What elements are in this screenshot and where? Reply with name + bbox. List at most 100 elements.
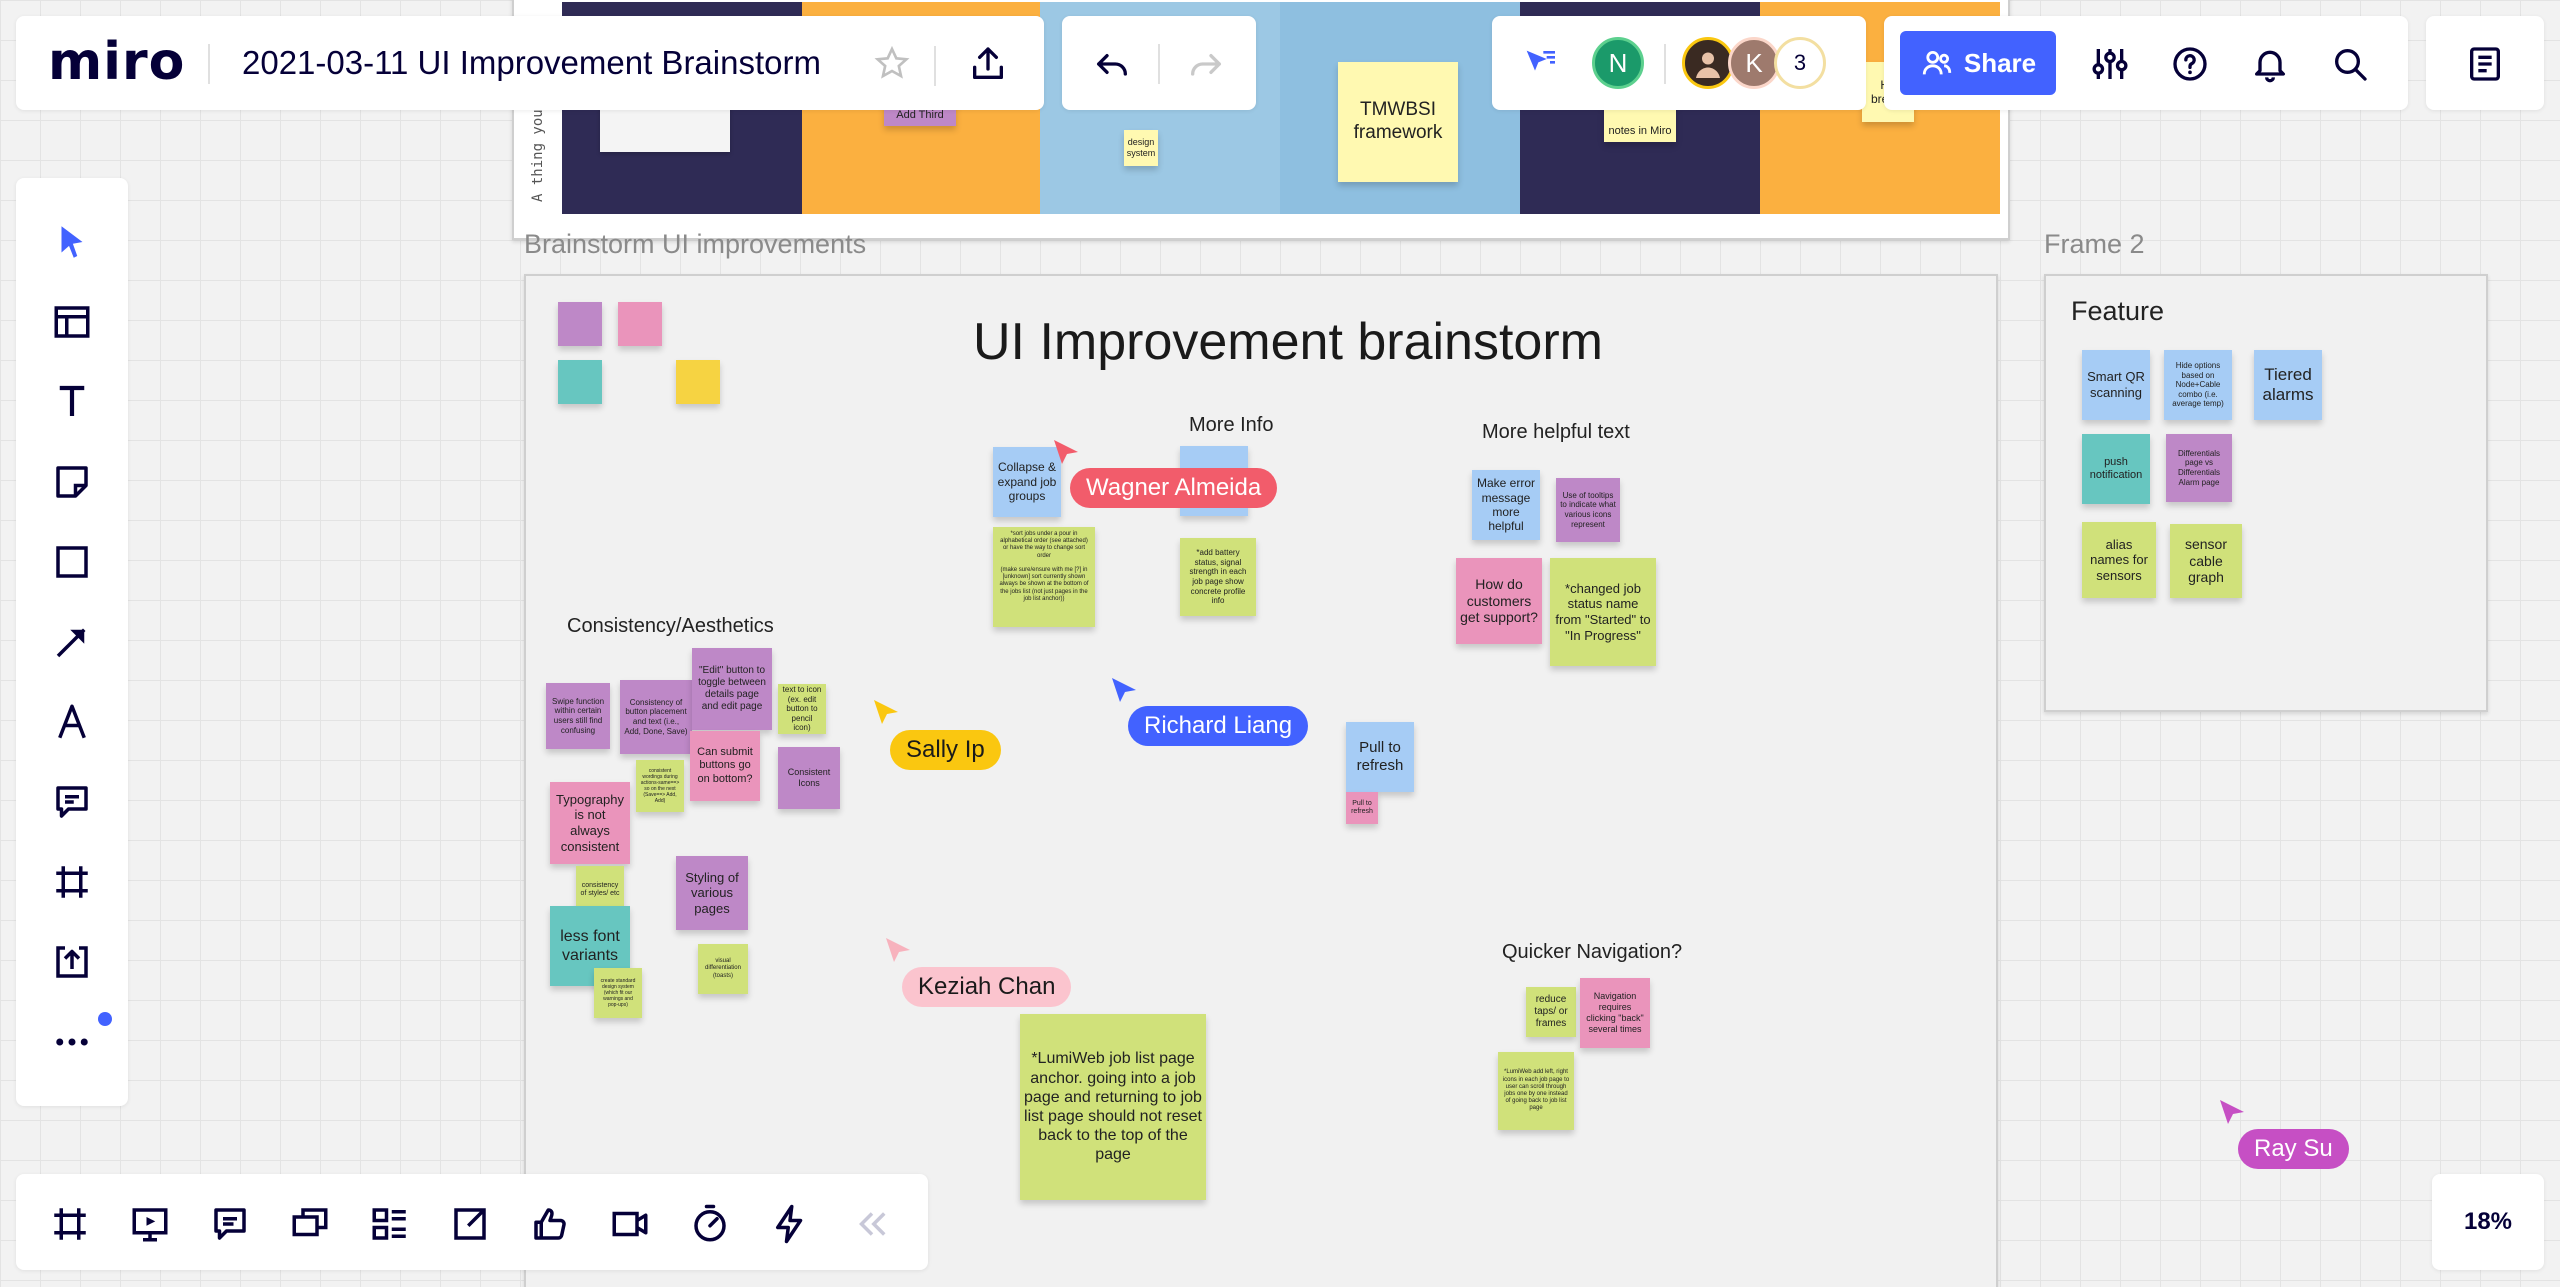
- voting-thumbs-up-icon[interactable]: [522, 1196, 578, 1252]
- sticky-alias-names[interactable]: alias names for sensors: [2082, 522, 2156, 598]
- sticky-submit-buttons[interactable]: Can submit buttons go on bottom?: [690, 731, 760, 801]
- sticky-sensor-cable-graph[interactable]: sensor cable graph: [2170, 524, 2242, 598]
- screen-share-icon[interactable]: [442, 1196, 498, 1252]
- sticky-nav-back[interactable]: Navigation requires clicking "back" seve…: [1580, 978, 1650, 1048]
- sticky-visual-differentiation[interactable]: visual differentiation (toasts): [698, 944, 748, 994]
- star-icon[interactable]: [864, 36, 920, 92]
- sticky-tmwbsi[interactable]: TMWBSI framework: [1338, 62, 1458, 182]
- k-avatar-initial: K: [1745, 47, 1763, 78]
- frame-tool-icon[interactable]: [40, 850, 104, 914]
- palette-sticky-violet[interactable]: [558, 302, 602, 346]
- kanban-icon[interactable]: [362, 1196, 418, 1252]
- help-icon[interactable]: [2162, 36, 2218, 92]
- notifications-bell-icon[interactable]: [2242, 36, 2298, 92]
- header-divider: [208, 44, 210, 84]
- connection-line-tool-icon[interactable]: [40, 610, 104, 674]
- miro-logo[interactable]: miro: [48, 32, 186, 92]
- palette-sticky-pink[interactable]: [618, 302, 662, 346]
- sticky-design-system[interactable]: create standard design system (which fit…: [594, 968, 642, 1018]
- photo-avatar[interactable]: [1682, 37, 1734, 89]
- sticky-swipe-function[interactable]: Swipe function within certain users stil…: [546, 683, 610, 749]
- sticky-error-message[interactable]: Make error message more helpful: [1472, 470, 1540, 540]
- online-user-initial: N: [1608, 47, 1628, 78]
- zoom-panel: 18%: [2432, 1174, 2544, 1270]
- templates-tool-icon[interactable]: [40, 290, 104, 354]
- sticky-collapse-groups[interactable]: Collapse & expand job groups: [993, 447, 1061, 517]
- zoom-level[interactable]: 18%: [2463, 1208, 2513, 1235]
- online-user-avatar[interactable]: N: [1592, 37, 1644, 89]
- cursor-ray-arrow-icon: [2220, 1100, 2244, 1124]
- sticky-sort-jobs[interactable]: *sort jobs under a pour in alphabetical …: [993, 527, 1095, 627]
- shape-tool-icon[interactable]: [40, 530, 104, 594]
- main-frame-title: UI Improvement brainstorm: [973, 313, 1603, 371]
- frames-list-icon[interactable]: [42, 1196, 98, 1252]
- share-label: Share: [1963, 47, 2037, 78]
- sticky-pull-to-refresh[interactable]: Pull to refresh: [1346, 722, 1414, 792]
- redo-icon[interactable]: [1178, 36, 1234, 92]
- palette-sticky-yellow[interactable]: [676, 360, 720, 404]
- sticky-text-to-icon[interactable]: text to icon (ex. edit button to pencil …: [778, 684, 826, 734]
- sticky-design-system-top[interactable]: design system: [1124, 130, 1158, 166]
- undo-redo-panel: [1062, 16, 1256, 110]
- sticky-consistent-wording[interactable]: consistent wordings during actions-same=…: [636, 760, 684, 812]
- comment-tool-icon[interactable]: [40, 770, 104, 834]
- undo-icon[interactable]: [1084, 36, 1140, 92]
- select-tool-icon[interactable]: [40, 210, 104, 274]
- main-frame[interactable]: [524, 274, 1998, 1287]
- sticky-consistent-icons[interactable]: Consistent Icons: [778, 747, 840, 809]
- more-tools-icon[interactable]: [40, 1010, 104, 1074]
- settings-sliders-icon[interactable]: [2082, 36, 2138, 92]
- cards-icon[interactable]: [282, 1196, 338, 1252]
- text-tool-icon[interactable]: [40, 370, 104, 434]
- cursor-filter-icon[interactable]: [1512, 36, 1568, 92]
- more-tools-badge: [98, 1012, 112, 1026]
- sticky-smart-qr[interactable]: Smart QR scanning: [2082, 350, 2150, 420]
- sticky-tiered-alarms[interactable]: Tiered alarms: [2254, 350, 2322, 420]
- heading-quicker-nav: Quicker Navigation?: [1502, 941, 1683, 963]
- notes-document-icon[interactable]: [2457, 36, 2513, 92]
- person-icon: [1696, 52, 1720, 78]
- sticky-pull-to-refresh-small[interactable]: Pull to refresh: [1346, 792, 1378, 824]
- sticky-button-placement[interactable]: Consistency of button placement and text…: [620, 680, 692, 754]
- notes-panel: [2426, 16, 2544, 110]
- more-collaborators-label: 3: [1793, 50, 1807, 75]
- upload-tool-icon[interactable]: [40, 930, 104, 994]
- sticky-edit-button-toggle[interactable]: "Edit" button to toggle between details …: [692, 648, 772, 730]
- palette-sticky-teal[interactable]: [558, 360, 602, 404]
- pen-tool-icon[interactable]: [40, 690, 104, 754]
- heading-more-info: More Info: [1189, 414, 1274, 436]
- collab-divider: [1664, 44, 1666, 84]
- sticky-typography[interactable]: Typography is not always consistent: [550, 782, 630, 864]
- sticky-customer-support[interactable]: How do customers get support?: [1456, 558, 1542, 644]
- sticky-hide-options[interactable]: Hide options based on Node+Cable combo (…: [2164, 350, 2232, 420]
- board-title[interactable]: 2021-03-11 UI Improvement Brainstorm: [242, 44, 821, 81]
- undo-redo-divider: [1158, 44, 1160, 84]
- frame2-label[interactable]: Frame 2: [2044, 229, 2145, 259]
- collapse-toolbar-icon[interactable]: [844, 1196, 900, 1252]
- sticky-styling-pages[interactable]: Styling of various pages: [676, 856, 748, 930]
- video-chat-icon[interactable]: [602, 1196, 658, 1252]
- export-icon[interactable]: [960, 36, 1016, 92]
- lightning-icon[interactable]: [762, 1196, 818, 1252]
- sticky-battery-status[interactable]: *add battery status, signal strength in …: [1180, 538, 1256, 616]
- sticky-lumiweb-nav[interactable]: *LumiWeb add left, right icons in each j…: [1498, 1052, 1574, 1130]
- more-collaborators-count[interactable]: 3: [1774, 37, 1826, 89]
- sticky-note-tool-icon[interactable]: [40, 450, 104, 514]
- timer-icon[interactable]: [682, 1196, 738, 1252]
- presentation-icon[interactable]: [122, 1196, 178, 1252]
- sticky-job-status-name[interactable]: *changed job status name from "Started" …: [1550, 558, 1656, 666]
- sticky-differentials[interactable]: Differentials page vs Differentials Alar…: [2166, 434, 2232, 502]
- search-icon[interactable]: [2322, 36, 2378, 92]
- cursor-sally-label: Sally Ip: [890, 730, 1001, 770]
- sticky-tooltips[interactable]: Use of tooltips to indicate what various…: [1556, 478, 1620, 542]
- users-icon: [1922, 50, 1952, 75]
- comments-icon[interactable]: [202, 1196, 258, 1252]
- k-avatar[interactable]: K: [1728, 37, 1780, 89]
- sticky-push-notification[interactable]: push notification: [2082, 434, 2150, 504]
- main-frame-label[interactable]: Brainstorm UI improvements: [524, 229, 867, 259]
- share-button[interactable]: Share: [1900, 31, 2056, 95]
- cursor-richard-label: Richard Liang: [1128, 706, 1309, 746]
- sticky-lumiweb-anchor[interactable]: *LumiWeb job list page anchor. going int…: [1020, 1014, 1206, 1200]
- sticky-reduce-taps[interactable]: reduce taps/ or frames: [1526, 987, 1576, 1037]
- heading-consistency: Consistency/Aesthetics: [567, 615, 774, 637]
